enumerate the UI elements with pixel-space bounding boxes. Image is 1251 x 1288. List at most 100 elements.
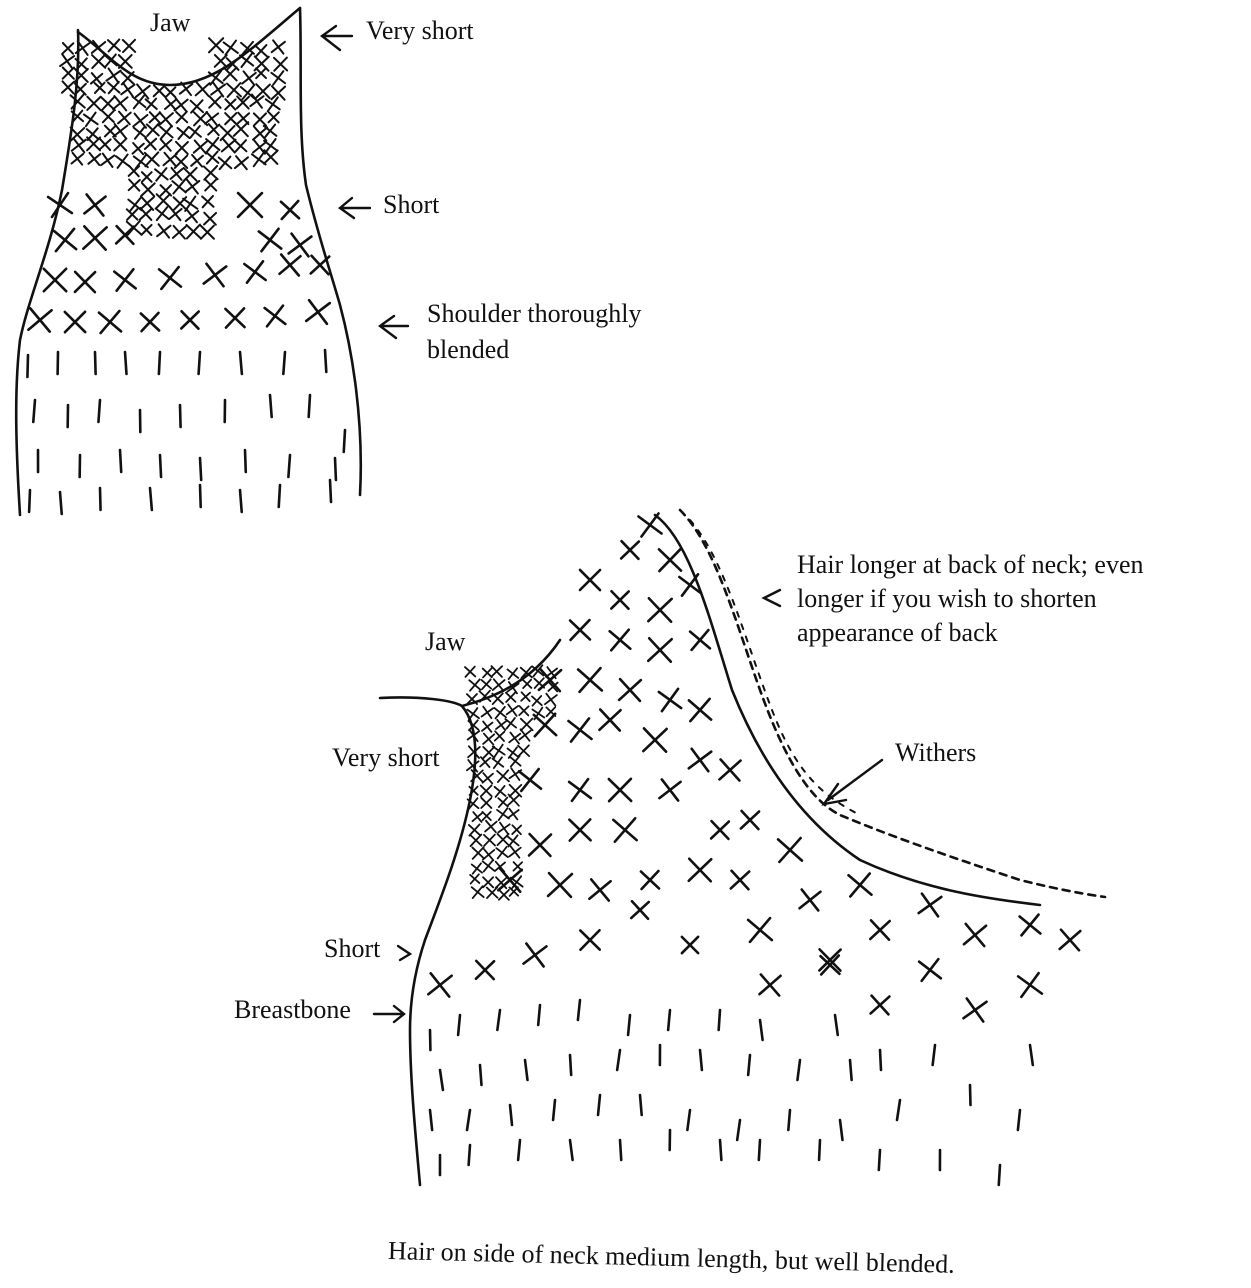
hatch-cross <box>467 760 479 772</box>
cross-mark <box>568 718 591 741</box>
hair-stroke <box>240 490 242 512</box>
hatch-cross <box>482 721 493 732</box>
cross-mark <box>569 779 591 801</box>
hatch-cross <box>141 183 154 196</box>
cross-mark <box>711 821 729 839</box>
hair-stroke <box>880 1050 881 1070</box>
hatch-cross <box>219 157 232 170</box>
hatch-cross <box>62 81 74 93</box>
cross-mark <box>631 901 649 919</box>
hatch-cross <box>496 847 508 859</box>
hatch-cross <box>205 112 218 125</box>
hair-stroke <box>27 355 28 377</box>
cross-mark <box>529 834 551 856</box>
hatch-cross <box>134 127 146 139</box>
cross-mark <box>611 591 628 608</box>
hatch-cross <box>507 668 518 679</box>
cross-mark <box>682 937 698 953</box>
cross-mark <box>476 961 494 979</box>
top-shoulder-label-line2: blended <box>427 335 642 365</box>
hatch-cross <box>483 734 494 745</box>
hatch-cross <box>157 224 170 237</box>
hatch-cross <box>521 692 530 701</box>
hatch-cross <box>518 745 529 756</box>
cross-mark <box>589 879 610 900</box>
arrow-shoulder-top <box>380 316 408 338</box>
arrow-hair-longer <box>764 590 780 606</box>
hair-stroke <box>240 352 242 374</box>
hatch-cross <box>224 67 237 80</box>
top-short-label: Short <box>383 190 439 220</box>
hair-stroke <box>759 1140 760 1160</box>
hatch-cross <box>165 87 175 97</box>
hatch-cross <box>472 863 482 873</box>
side-hair-longer-line2: longer if you wish to shorten <box>797 582 1144 616</box>
hair-stroke <box>480 1065 481 1085</box>
cross-mark <box>643 728 666 751</box>
cross-mark <box>748 918 772 942</box>
hatch-cross <box>127 209 138 220</box>
hatch-cross <box>113 96 127 110</box>
arrows <box>322 26 882 1022</box>
cross-mark <box>204 264 227 287</box>
hatch-cross <box>509 768 521 780</box>
hatch-cross <box>481 785 492 796</box>
cross-mark <box>659 549 681 571</box>
hatch-cross <box>506 692 515 701</box>
cross-mark <box>524 944 547 967</box>
hair-stroke <box>29 490 30 512</box>
front-neck-outline-right <box>300 8 361 495</box>
hatch-cross <box>508 747 519 758</box>
cross-mark <box>548 873 572 897</box>
cross-mark <box>281 201 299 219</box>
cross-mark <box>800 890 821 911</box>
hair-stroke <box>700 1050 702 1070</box>
hatch-cross <box>209 96 221 108</box>
hatch-cross <box>235 140 247 152</box>
hair-stroke <box>98 400 100 422</box>
hatch-cross <box>172 180 185 193</box>
hatch-cross <box>160 126 172 138</box>
hair-stroke <box>60 492 62 514</box>
hatch-cross <box>123 40 135 52</box>
hair-stroke <box>430 1110 432 1130</box>
hatch-cross <box>146 99 157 110</box>
hatch-cross <box>472 847 484 859</box>
hair-stroke <box>497 1010 500 1030</box>
hair-stroke <box>469 1145 470 1165</box>
hatch-cross <box>523 680 531 688</box>
cross-mark <box>306 300 330 324</box>
hatch-cross <box>255 45 267 57</box>
cross-mark <box>44 269 66 291</box>
hair-stroke <box>525 1060 527 1080</box>
hatch-cross <box>465 667 475 677</box>
hair-stroke <box>288 455 290 477</box>
cross-mark <box>54 229 76 251</box>
hair-stroke <box>720 1140 721 1160</box>
hatch-cross <box>224 41 238 55</box>
hatch-cross <box>186 225 200 239</box>
hatch-cross <box>191 100 203 112</box>
hatch-cross <box>227 83 241 97</box>
side-hair-longer-label: Hair longer at back of neck; even longer… <box>797 548 1144 650</box>
cross-mark <box>580 570 600 590</box>
hatch-cross <box>186 210 198 222</box>
hatch-cross <box>492 693 503 704</box>
hatch-cross <box>99 139 110 150</box>
side-throat-line <box>410 706 475 1185</box>
cross-mark <box>741 811 759 829</box>
hatch-cross <box>165 98 176 109</box>
hair-stroke <box>719 1010 720 1030</box>
hatch-cross <box>145 138 156 149</box>
hatch-cross <box>509 733 520 744</box>
hair-stroke <box>245 450 246 472</box>
cross-mark <box>689 859 712 882</box>
hatch-cross <box>92 41 105 54</box>
hatch-cross <box>485 821 497 833</box>
hatch-cross <box>264 125 277 138</box>
cross-mark <box>659 689 681 711</box>
arrow-withers <box>824 760 882 804</box>
hatch-cross <box>194 140 207 153</box>
hatch-cross <box>60 54 74 68</box>
hair-stroke <box>325 350 326 372</box>
